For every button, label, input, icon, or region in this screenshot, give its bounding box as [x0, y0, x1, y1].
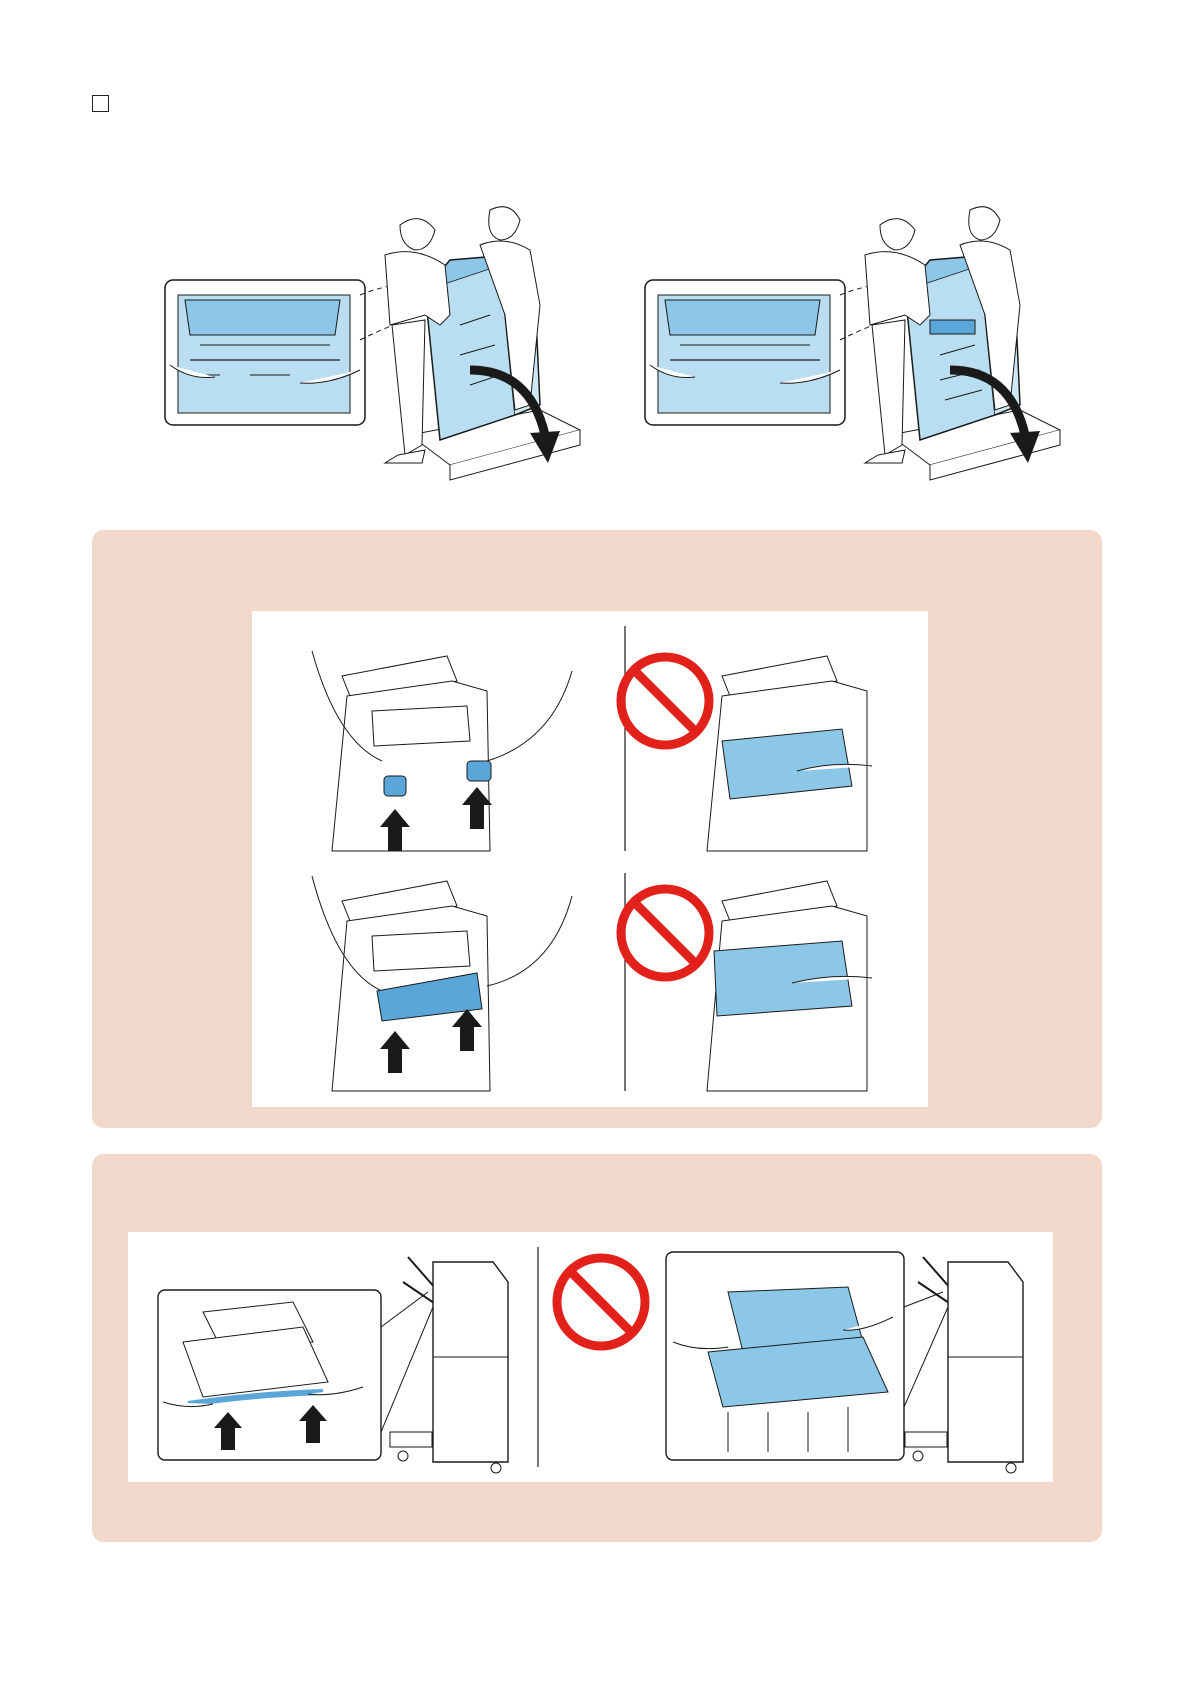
- prohibited-grip-2: [621, 881, 872, 1091]
- prohibit-icon: [621, 889, 709, 977]
- prohibited-tray-grip: [557, 1252, 1023, 1473]
- prohibit-icon: [557, 1258, 645, 1346]
- handle-position-panel: [92, 530, 1102, 1128]
- prohibited-grip-1: [621, 656, 872, 851]
- handle-position-figure: [252, 611, 928, 1107]
- task-checkbox[interactable]: [92, 95, 109, 112]
- correct-grip-1: [312, 651, 572, 851]
- correct-tray-grip: [158, 1257, 508, 1473]
- correct-grip-2: [312, 876, 572, 1091]
- lift-step-2-illustration: [640, 205, 1080, 505]
- tray-handling-panel: [92, 1154, 1102, 1542]
- lift-step-1-illustration: [160, 205, 600, 505]
- prohibit-icon: [621, 657, 709, 745]
- tray-handling-figure: [128, 1232, 1053, 1482]
